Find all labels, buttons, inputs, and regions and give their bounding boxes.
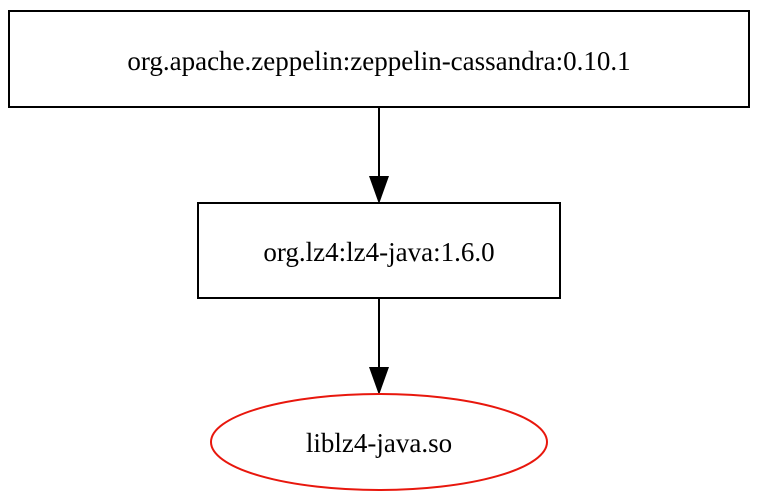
node-zeppelin-cassandra[interactable]: org.apache.zeppelin:zeppelin-cassandra:0… (8, 10, 750, 108)
node-label-zeppelin-cassandra: org.apache.zeppelin:zeppelin-cassandra:0… (127, 46, 630, 76)
node-lz4-java[interactable]: org.lz4:lz4-java:1.6.0 (197, 202, 561, 299)
node-label-lz4-java: org.lz4:lz4-java:1.6.0 (263, 237, 494, 267)
node-label-liblz4-java-so: liblz4-java.so (306, 428, 452, 458)
node-liblz4-java-so[interactable]: liblz4-java.so (210, 393, 548, 491)
edge-lz4-java-to-liblz4-java-so (369, 298, 389, 395)
edge-zeppelin-cassandra-to-lz4-java (369, 107, 389, 204)
